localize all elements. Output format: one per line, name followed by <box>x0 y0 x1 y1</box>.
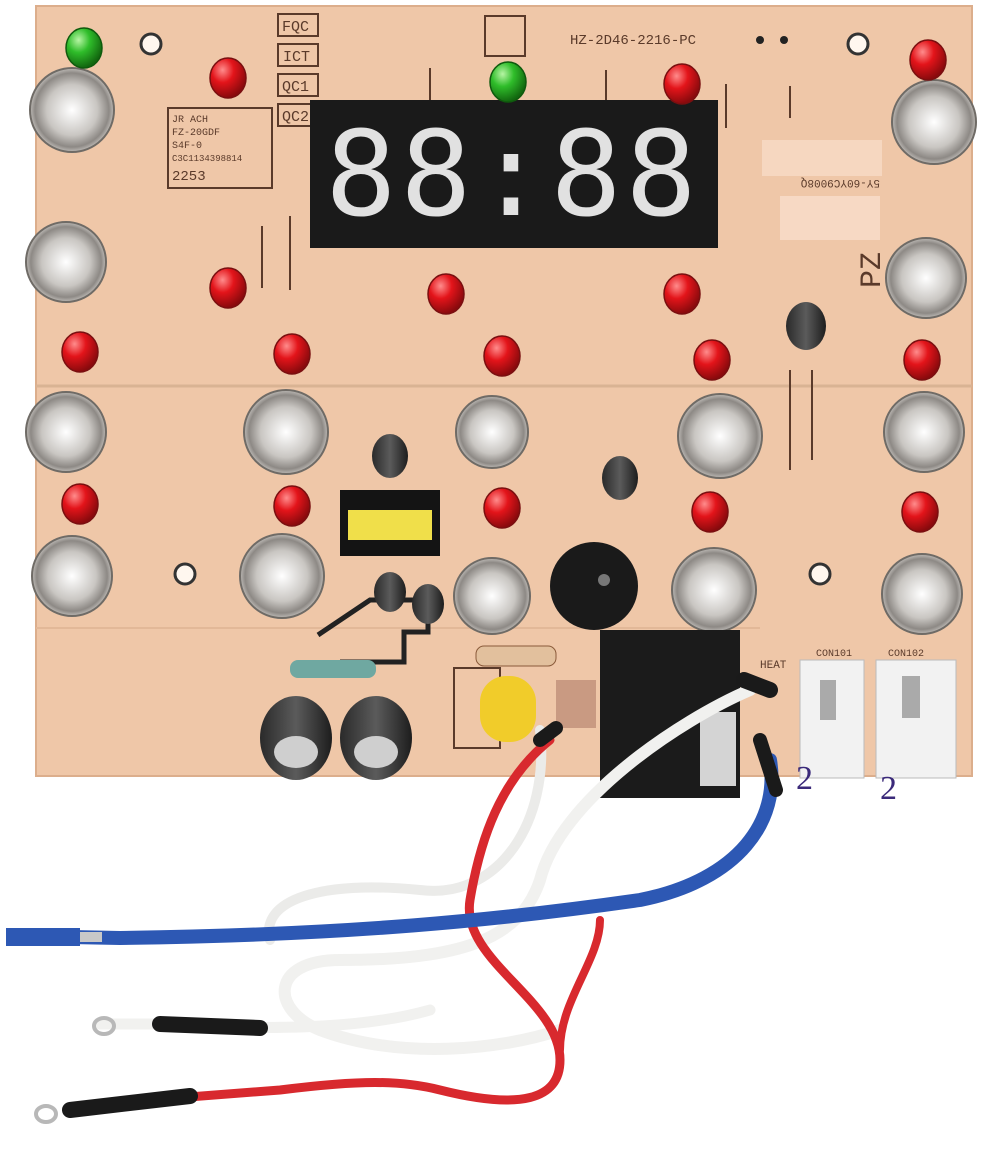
spring-contact <box>239 533 325 619</box>
seven-segment-display <box>310 100 718 248</box>
shrink-tube <box>533 721 563 747</box>
capacitors <box>260 302 826 780</box>
ring-terminal <box>34 1104 58 1124</box>
varistor <box>480 676 536 742</box>
capacitor <box>602 456 638 500</box>
silk-label-ict: ICT <box>283 49 310 66</box>
spring-contact <box>881 553 963 635</box>
spring-contact <box>883 391 965 473</box>
heat-label: HEAT <box>760 660 787 672</box>
silk-label-qc2: QC2 <box>282 109 309 126</box>
con-label: CON102 <box>888 649 924 660</box>
spring-contact <box>677 393 763 479</box>
display-colon: : <box>475 105 551 243</box>
led-red <box>61 483 99 525</box>
spring-contact <box>25 391 107 473</box>
silk-label-qc1: QC1 <box>282 79 309 96</box>
led-red <box>483 487 521 529</box>
seven-segment-digits: 88:88 <box>318 104 708 244</box>
led-green <box>489 61 527 103</box>
relay-strip <box>700 712 736 786</box>
digits-left: 88 <box>325 105 476 243</box>
led-red <box>273 333 311 375</box>
wire-white <box>278 684 756 1055</box>
sticker-line: S4F-0 <box>172 141 202 152</box>
led-red <box>483 335 521 377</box>
led-red <box>663 273 701 315</box>
handwritten-number-right: 2 <box>880 770 897 807</box>
spring-contact <box>885 237 967 319</box>
mounting-holes <box>139 32 870 586</box>
sticker-line: FZ-20GDF <box>172 128 220 139</box>
shrink-tube <box>152 1016 268 1036</box>
wires <box>13 672 783 1118</box>
led-red <box>209 57 247 99</box>
transformer <box>340 490 440 556</box>
led-green <box>65 27 103 69</box>
spring-contact <box>671 547 757 633</box>
shrink-tube <box>736 672 778 698</box>
silk-dot <box>780 36 788 44</box>
wire-white <box>263 725 547 945</box>
led-red <box>663 63 701 105</box>
capacitor <box>786 302 826 350</box>
spring-contact <box>243 389 329 475</box>
wire-end <box>6 928 80 946</box>
digits-right: 88 <box>550 105 701 243</box>
led-red <box>691 491 729 533</box>
wire-blue <box>13 753 779 946</box>
resistor <box>475 645 557 667</box>
spring-contact <box>31 535 113 617</box>
wire-red <box>145 735 565 1105</box>
shrink-tube <box>62 1088 198 1118</box>
silk-label-fqc: FQC <box>282 19 309 36</box>
shrink-tube <box>753 733 783 797</box>
board-model-code: HZ-2D46-2216-PC <box>570 33 696 49</box>
white-patch <box>762 140 882 176</box>
led-red <box>273 485 311 527</box>
white-patch <box>780 196 880 240</box>
buzzer <box>550 542 638 630</box>
led-red <box>693 339 731 381</box>
handwritten-number-left: 2 <box>796 760 813 797</box>
side-code: 5Y-60YC9008Q <box>800 176 880 188</box>
led-red <box>61 331 99 373</box>
capacitor <box>412 584 444 624</box>
spring-contact <box>25 221 107 303</box>
sticker-line: C3C1134398814 <box>172 154 242 164</box>
leds <box>61 27 947 533</box>
silk-outlines <box>167 13 813 749</box>
pz-mark: PZ <box>856 252 890 288</box>
led-red <box>909 39 947 81</box>
spring-contact <box>891 79 977 165</box>
capacitor-top <box>274 736 318 768</box>
resistor <box>290 660 376 678</box>
led-red <box>901 491 939 533</box>
ring-terminal <box>92 1016 116 1036</box>
sticker-line: JR ACH <box>172 115 208 126</box>
wire-tip <box>80 932 102 942</box>
capacitor <box>374 572 406 612</box>
capacitor-top <box>354 736 398 768</box>
spring-contact <box>455 395 529 469</box>
led-red <box>427 273 465 315</box>
wire-red <box>556 916 604 1054</box>
buzzer-hole <box>598 574 610 586</box>
led-red <box>903 339 941 381</box>
sticker-line: 2253 <box>172 169 206 185</box>
spring-contacts <box>25 67 977 635</box>
con-label: CON101 <box>816 649 852 660</box>
spring-contact <box>29 67 115 153</box>
led-red <box>209 267 247 309</box>
fuse <box>556 680 596 728</box>
connector-pin <box>820 680 836 720</box>
capacitor <box>372 434 408 478</box>
connector-pin <box>902 676 920 718</box>
spring-contact <box>453 557 531 635</box>
silk-dot <box>756 36 764 44</box>
